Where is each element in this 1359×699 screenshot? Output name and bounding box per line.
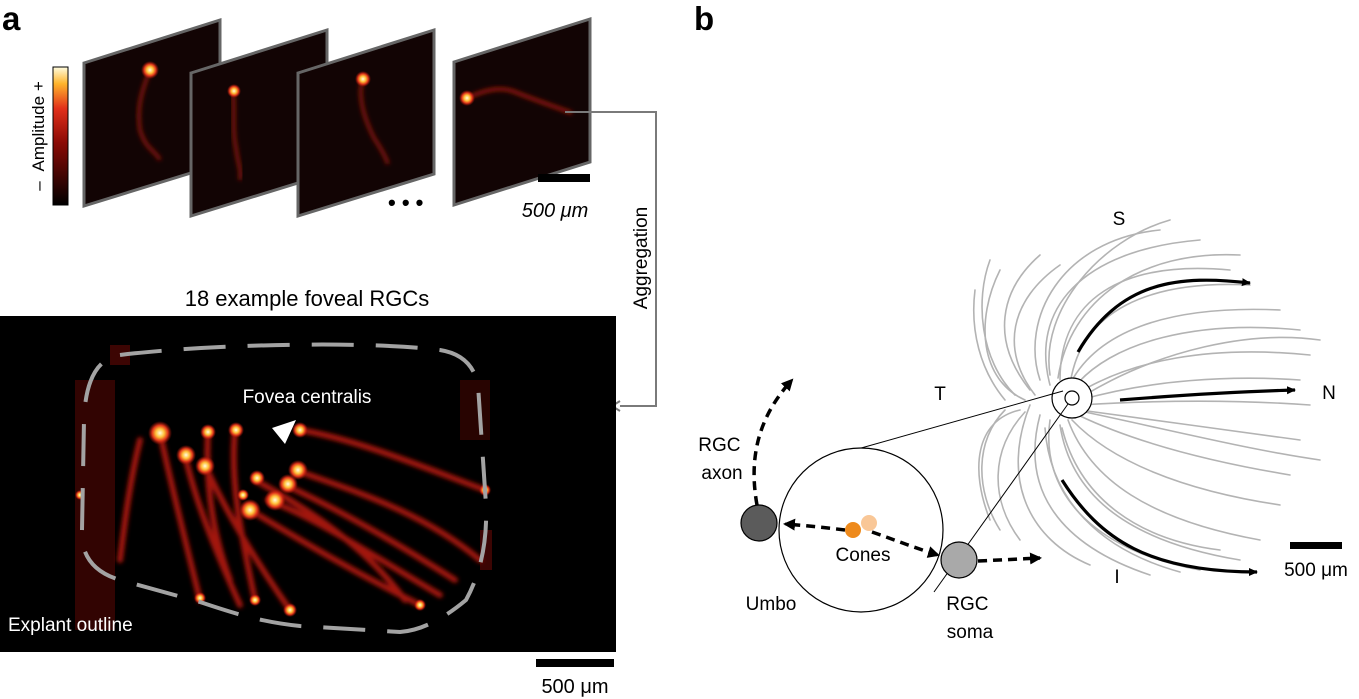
rgc-soma-label-line1: RGC bbox=[946, 594, 988, 615]
rgc-axon-label-line1: RGC bbox=[698, 435, 740, 456]
inferior-trajectory bbox=[1060, 479, 1258, 576]
scalebar-bottom: 500 μm bbox=[536, 659, 614, 698]
fovea-zoom bbox=[778, 377, 1093, 613]
rgc-traces bbox=[117, 427, 488, 613]
rgc-soma-label: RGC soma bbox=[946, 594, 994, 643]
orientation-nasal: N bbox=[1322, 383, 1336, 404]
cone-dark bbox=[845, 522, 861, 538]
rgc-axon-cell bbox=[740, 504, 778, 542]
scalebar-top-label: 500 μm bbox=[522, 200, 589, 222]
zoom-line-top bbox=[846, 390, 1064, 453]
trajectory-arrows bbox=[1060, 278, 1296, 576]
colorbar-minus: – bbox=[29, 181, 48, 191]
cone-light bbox=[861, 515, 877, 531]
scalebar-top: 500 μm bbox=[522, 174, 590, 222]
aggregated-image: Fovea centralis Explant outline bbox=[0, 316, 616, 652]
fovea-label: Fovea centralis bbox=[243, 387, 372, 408]
colorbar-plus: + bbox=[29, 81, 48, 91]
orientation-superior: S bbox=[1113, 209, 1126, 230]
axon-tracings bbox=[972, 219, 1321, 576]
panel-b-label: b bbox=[694, 0, 714, 37]
nasal-trajectory bbox=[1119, 386, 1296, 402]
frame-2 bbox=[189, 27, 329, 219]
axon-upward-arrow bbox=[752, 378, 794, 506]
scalebar-b-label: 500 μm bbox=[1284, 560, 1348, 581]
frame-4 bbox=[452, 16, 592, 208]
ellipsis: • • • bbox=[388, 190, 423, 215]
aggregation-label: Aggregation bbox=[631, 207, 652, 309]
rgc-soma-cell bbox=[940, 541, 978, 579]
umbo-label: Umbo bbox=[746, 594, 797, 615]
panel-a: a – Amplitude + bbox=[0, 0, 657, 698]
fovea-arrowhead bbox=[272, 420, 296, 444]
cone-to-soma-arrow bbox=[871, 530, 940, 558]
scalebar-b: 500 μm bbox=[1284, 542, 1348, 581]
outer-noise bbox=[75, 345, 492, 630]
rgc-axon-label: RGC axon bbox=[698, 435, 746, 484]
explant-outline-label: Explant outline bbox=[8, 615, 133, 636]
scalebar-bottom-label: 500 μm bbox=[541, 676, 608, 698]
aggregation-connector: Aggregation bbox=[565, 111, 657, 412]
main-image-title: 18 example foveal RGCs bbox=[185, 286, 430, 311]
cones-label: Cones bbox=[836, 545, 891, 566]
explant-outline bbox=[79, 342, 489, 635]
amplitude-colorbar: – Amplitude + bbox=[29, 66, 69, 206]
rgc-somas bbox=[75, 421, 491, 617]
panel-b: b bbox=[694, 0, 1348, 643]
colorbar-gradient bbox=[52, 66, 69, 206]
frame-3 bbox=[296, 27, 436, 219]
rgc-soma-label-line2: soma bbox=[947, 622, 994, 643]
panel-a-label: a bbox=[2, 0, 21, 37]
orientation-inferior: I bbox=[1114, 567, 1119, 588]
fovea-inner-circle bbox=[1064, 390, 1080, 406]
rgc-axon-label-line2: axon bbox=[701, 463, 742, 484]
colorbar-title: – Amplitude + bbox=[29, 81, 48, 191]
orientation-temporal: T bbox=[934, 384, 946, 405]
colorbar-title-text: Amplitude bbox=[29, 96, 48, 172]
dashed-arrows bbox=[752, 378, 1042, 565]
superior-trajectory bbox=[1076, 278, 1251, 353]
soma-outward-arrow bbox=[977, 552, 1042, 565]
cone-to-axon-arrow bbox=[783, 518, 846, 532]
